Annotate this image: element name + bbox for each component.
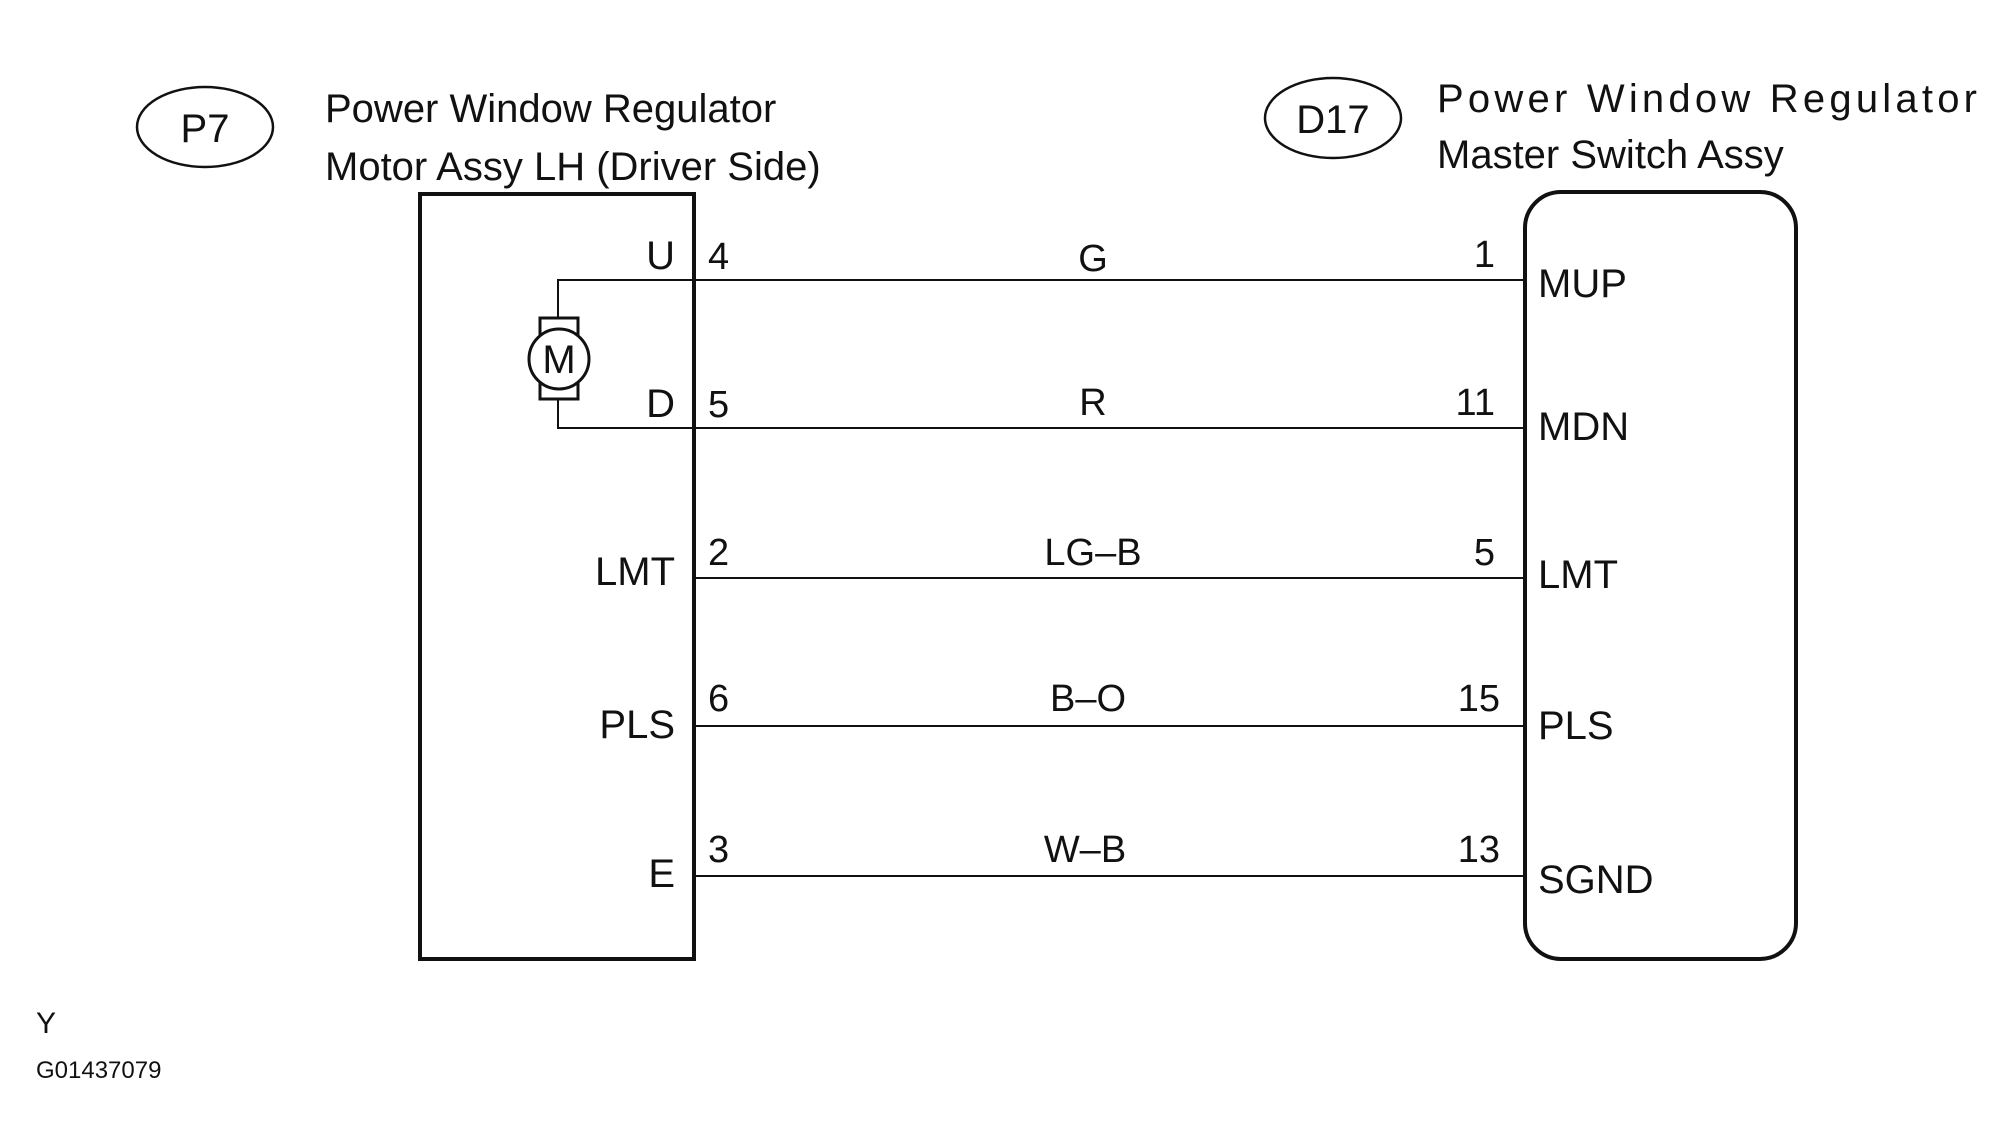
right-component-box (1523, 190, 1798, 961)
right-component-title-line2: Master Switch Assy (1437, 133, 1784, 177)
right-component-title-line1: Power Window Regulator (1437, 77, 1977, 121)
figure-code: G01437079 (36, 1057, 161, 1084)
left-pin-number: 4 (708, 236, 729, 278)
left-component-title-line2: Motor Assy LH (Driver Side) (325, 145, 821, 189)
right-pin-name: SGND (1538, 858, 1654, 902)
right-pin-number: 1 (1474, 234, 1495, 276)
connector-p7-badge: P7 (135, 85, 275, 169)
left-pin-number: 5 (708, 384, 729, 426)
left-pin-name: LMT (595, 550, 675, 594)
right-pin-name: MDN (1538, 405, 1629, 449)
right-pin-name: LMT (1538, 553, 1618, 597)
motor-icon (527, 327, 591, 391)
left-pin-name: PLS (599, 703, 675, 747)
connector-d17-badge: D17 (1263, 76, 1403, 160)
right-pin-number: 11 (1456, 382, 1495, 424)
wire-color-label: W–B (1044, 829, 1126, 871)
wire-color-label: R (1079, 382, 1106, 424)
left-pin-number: 2 (708, 532, 729, 574)
wire-color-label: G (1078, 238, 1108, 280)
right-pin-number: 13 (1458, 829, 1500, 871)
motor-symbol: M (527, 279, 694, 429)
wire-row: PLS 6 B–O 15 PLS (599, 678, 1613, 748)
left-pin-name: D (646, 382, 675, 426)
left-pin-name: E (648, 852, 675, 896)
wire-row: D 5 R 11 MDN (646, 382, 1629, 449)
right-pin-name: PLS (1538, 704, 1614, 748)
left-component-box (418, 192, 696, 961)
wire-row: LMT 2 LG–B 5 LMT (595, 532, 1618, 597)
connector-d17-id: D17 (1296, 98, 1369, 142)
right-pin-number: 5 (1474, 532, 1495, 574)
wire-row: U 4 G 1 MUP (646, 234, 1627, 306)
wire-color-label: LG–B (1044, 532, 1141, 574)
left-pin-number: 6 (708, 678, 729, 720)
left-pin-name: U (646, 234, 675, 278)
left-pin-number: 3 (708, 829, 729, 871)
right-pin-number: 15 (1458, 678, 1500, 720)
footer-mark: Y (36, 1007, 56, 1040)
left-component-title-line1: Power Window Regulator (325, 87, 776, 131)
right-pin-name: MUP (1538, 262, 1627, 306)
motor-label: M (542, 338, 575, 382)
wire-color-label: B–O (1050, 678, 1126, 720)
wire-row: E 3 W–B 13 SGND (648, 829, 1653, 902)
connector-p7-id: P7 (181, 107, 230, 151)
